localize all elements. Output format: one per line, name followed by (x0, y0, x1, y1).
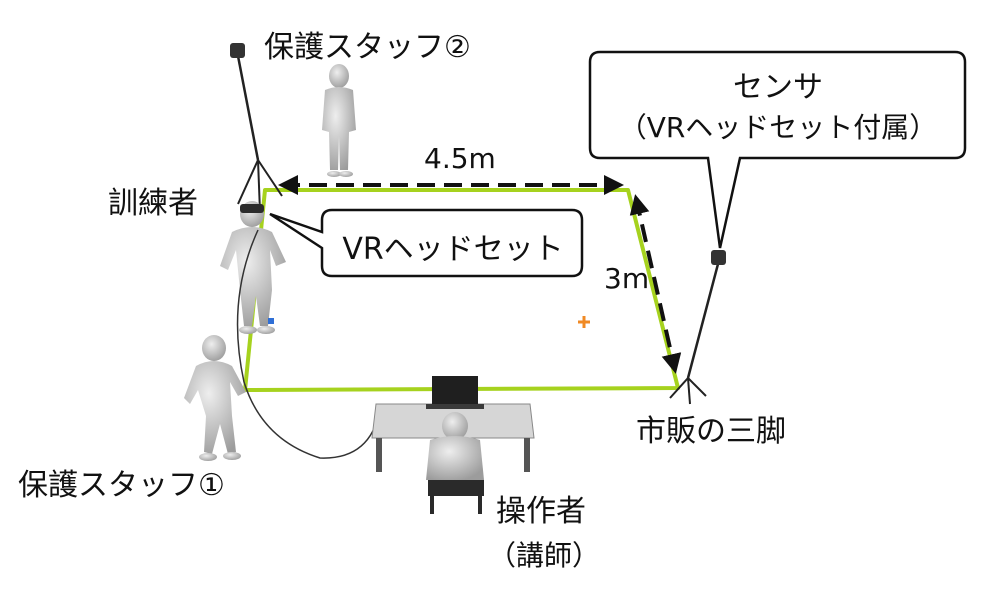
trainee-figure-icon (220, 201, 286, 334)
depth-dimension-label: 3m (604, 262, 650, 295)
staff2-label: 保護スタッフ② (264, 30, 471, 65)
sensor-callout (588, 50, 967, 249)
operator-figure-icon (426, 412, 484, 514)
sensor-left-icon (230, 43, 245, 58)
width-dimension-label: 4.5m (424, 142, 496, 175)
depth-dimension-arrow (629, 194, 682, 374)
staff1-label: 保護スタッフ① (18, 468, 225, 503)
sensor-right-icon (711, 250, 726, 265)
sensor-callout-line2: （VRヘッドセット付属） (618, 111, 938, 144)
staff1-figure-icon (184, 335, 246, 461)
tripod-label: 市販の三脚 (636, 414, 786, 449)
operator-sub-label: （講師） (488, 539, 601, 572)
sensor-callout-line1: センサ (733, 70, 823, 105)
headset-callout-text: VRヘッドセット (342, 232, 564, 267)
laptop-icon (432, 376, 478, 406)
controller-icon (268, 318, 274, 324)
center-marker-icon (578, 316, 590, 328)
staff2-figure-icon (322, 64, 356, 177)
headset-callout (269, 208, 584, 278)
left-tripod (230, 43, 283, 213)
trainee-label: 訓練者 (108, 186, 198, 221)
right-tripod (669, 250, 726, 405)
operator-label: 操作者 (496, 494, 586, 529)
headset-cable (236, 229, 381, 459)
